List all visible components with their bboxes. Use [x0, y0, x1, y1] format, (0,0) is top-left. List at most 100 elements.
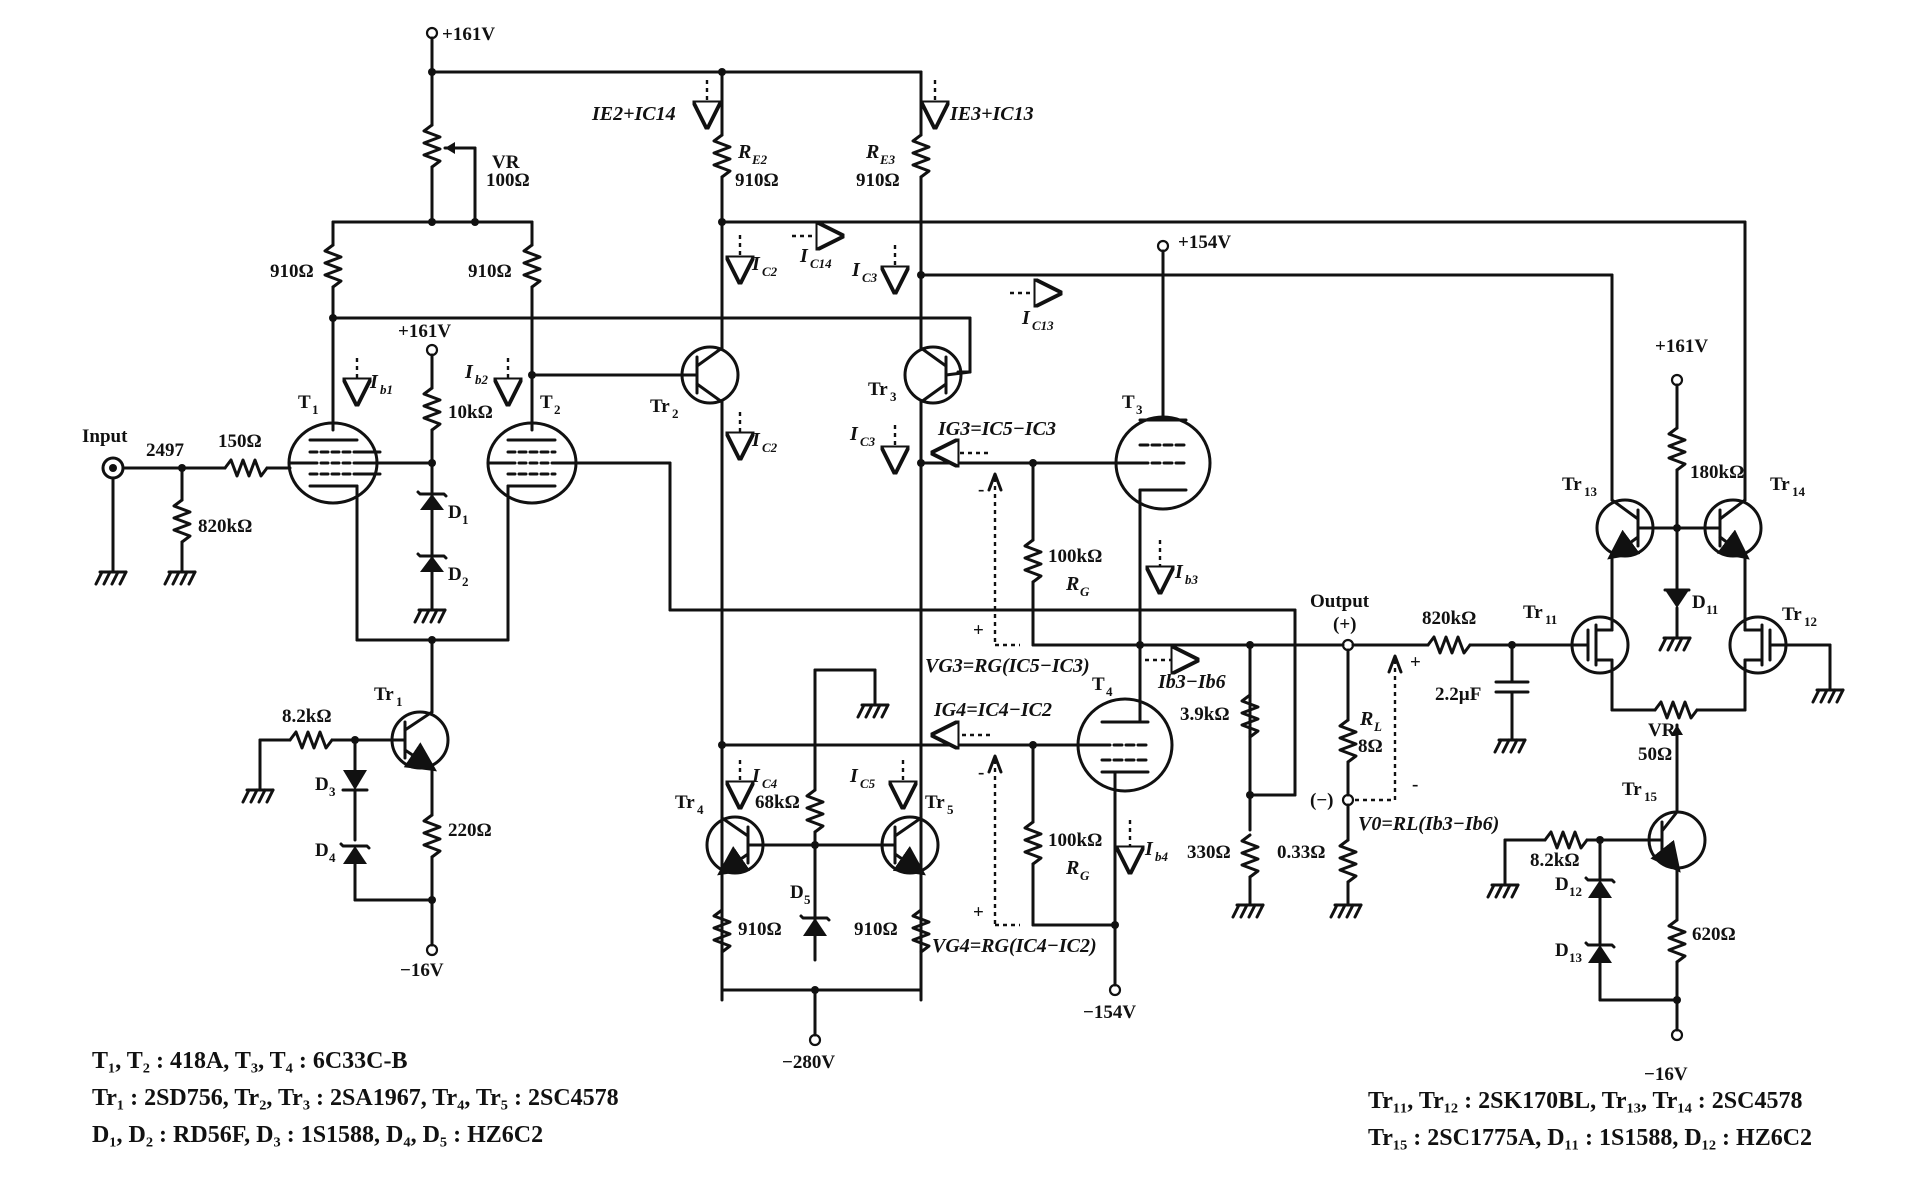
ib1-sub: b1: [380, 382, 393, 397]
vg3-equation: VG3=RG(IC5−IC3): [925, 655, 1090, 677]
r180k-label: 180kΩ: [1690, 462, 1744, 483]
diode-d3-icon: [341, 770, 369, 792]
ig3-label: IG3=IC5−IC3: [937, 418, 1056, 440]
feedback-lines: I C2 I C14 I C3 I C13: [718, 218, 1747, 502]
ib4-label: I: [1144, 838, 1154, 860]
re2-sub: E2: [751, 152, 768, 167]
re3-sub: E3: [879, 152, 896, 167]
legend-line-3: D₁, D₂ : RD56F, D₃ : 1S1588, D₄, D₅ : HZ…: [92, 1122, 543, 1148]
d4-label: D: [315, 840, 329, 861]
vr-right-value: 50Ω: [1638, 744, 1672, 765]
t1-label: T: [298, 392, 311, 413]
d13-sub: 13: [1569, 950, 1583, 965]
r3k9-label: 3.9kΩ: [1180, 704, 1230, 725]
ic5-sub: C5: [860, 776, 876, 791]
parts-legend: T₁, T₂ : 418A, T₃, T₄ : 6C33C-B Tr₁ : 2S…: [92, 1048, 1812, 1151]
d3-label: D: [315, 774, 329, 795]
d1-sub: 1: [462, 512, 469, 527]
top-supply-rail: +161V: [425, 24, 923, 76]
re2-value: 910Ω: [735, 170, 779, 191]
supply-plus161-top: +161V: [442, 24, 495, 45]
d2-label: D: [448, 564, 462, 585]
tube-currents: I b1 I b2: [357, 358, 508, 397]
input-section: Input 2497 150Ω 820kΩ: [82, 426, 292, 586]
d12-sub: 12: [1569, 884, 1582, 899]
vr-top-label: VR: [492, 152, 520, 173]
zener-d2-icon: [416, 552, 448, 572]
tube-t4: T 4 Ib3−Ib6 I b4 −154V: [1076, 641, 1226, 1023]
r620-label: 620Ω: [1692, 924, 1736, 945]
ic2a-sub: C2: [762, 264, 778, 279]
vo-plus: +: [1410, 652, 1421, 673]
d5-label: D: [790, 882, 804, 903]
vg4-equation: VG4=RG(IC4−IC2): [932, 935, 1097, 957]
d12-label: D: [1555, 874, 1569, 895]
ib4-sub: b4: [1155, 849, 1169, 864]
supply-plus161-mid: +161V: [398, 321, 451, 342]
supply-plus154: +154V: [1178, 232, 1231, 253]
tr15-sub: 15: [1644, 789, 1658, 804]
r033-label: 0.33Ω: [1277, 842, 1325, 863]
c22-label: 2.2µF: [1435, 684, 1481, 705]
ic3b-label: I: [849, 423, 859, 445]
supply-minus16-left: −16V: [400, 960, 444, 981]
tr1-sub: 1: [396, 694, 403, 709]
ic5-label: I: [849, 765, 859, 787]
legend-line-2: Tr₁ : 2SD756, Tr₂, Tr₃ : 2SA1967, Tr₄, T…: [92, 1085, 619, 1111]
vo-minus: -: [1412, 774, 1418, 795]
vr-top-value: 100Ω: [486, 170, 530, 191]
ground-icon: [413, 608, 447, 624]
re3-label: R: [865, 141, 879, 163]
d13-label: D: [1555, 940, 1569, 961]
tr11-label: Tr: [1523, 602, 1543, 623]
vg4-minus: -: [978, 762, 984, 783]
rl-label: R: [1359, 708, 1373, 730]
ic13-label: I: [1021, 307, 1031, 329]
tr14-sub: 14: [1792, 484, 1806, 499]
rg-b-label: R: [1065, 857, 1079, 879]
t1-sub: 1: [312, 402, 319, 417]
r8k2-right-label: 8.2kΩ: [1530, 850, 1580, 871]
supply-plus161-right: +161V: [1655, 336, 1708, 357]
zener-d1-icon: [416, 490, 448, 510]
d3-sub: 3: [329, 784, 336, 799]
rg-a-label: R: [1065, 573, 1079, 595]
ic4-label: I: [751, 765, 761, 787]
r68k-label: 68kΩ: [755, 792, 800, 813]
d5-sub: 5: [804, 892, 811, 907]
t2-sub: 2: [554, 402, 561, 417]
rg-upper: 100kΩ R G - + VG3=RG(IC5−IC3): [925, 461, 1252, 677]
vg3-minus: -: [978, 479, 984, 500]
ib1-label: I: [369, 371, 379, 393]
ground-icon: [1493, 738, 1527, 754]
tr15-label: Tr: [1622, 779, 1642, 800]
tr4-sub: 4: [697, 802, 704, 817]
tr4-label: Tr: [675, 792, 695, 813]
supply-minus280: −280V: [782, 1052, 835, 1073]
ic2b-label: I: [751, 429, 761, 451]
screen-supply: +161V 10kΩ D 1 D 2: [398, 321, 493, 624]
rg-a-sub: G: [1080, 584, 1090, 599]
ground-icon: [1329, 903, 1363, 919]
t4-label: T: [1092, 674, 1105, 695]
ic4-sub: C4: [762, 776, 778, 791]
vr-right-label: VR: [1648, 720, 1676, 741]
ib3-sub: b3: [1185, 572, 1199, 587]
ib2-label: I: [464, 361, 474, 383]
dc-servo: +161V 180kΩ Tr 13 Tr 14 D 11 Tr: [1486, 336, 1845, 1085]
re2-label: R: [737, 141, 751, 163]
tr2-label: Tr: [650, 396, 670, 417]
t4-grid-drive: 100kΩ R G IG4=IC4−IC2 - + VG4=RG(IC4−IC2…: [718, 699, 1119, 957]
r330-label: 330Ω: [1187, 842, 1231, 863]
tail-current-source: Tr 1 8.2kΩ D 3 D 4 220Ω −16V: [241, 636, 510, 981]
zener-d12-icon: [1584, 876, 1616, 898]
ib2-sub: b2: [475, 372, 489, 387]
ig4-label: IG4=IC4−IC2: [933, 699, 1052, 721]
supply-minus154: −154V: [1083, 1002, 1136, 1023]
supply-minus16-right: −16V: [1644, 1064, 1688, 1085]
r150-label: 150Ω: [218, 431, 262, 452]
r910-right: 910Ω: [468, 261, 512, 282]
legend-line-4: Tr₁₁, Tr₁₂ : 2SK170BL, Tr₁₃, Tr₁₄ : 2SC4…: [1368, 1088, 1802, 1114]
tr4-tr5-pair: 68kΩ Tr 4 Tr 5 I C4 I C5 910Ω 910Ω D 5: [675, 668, 954, 1073]
d11-label: D: [1692, 592, 1706, 613]
